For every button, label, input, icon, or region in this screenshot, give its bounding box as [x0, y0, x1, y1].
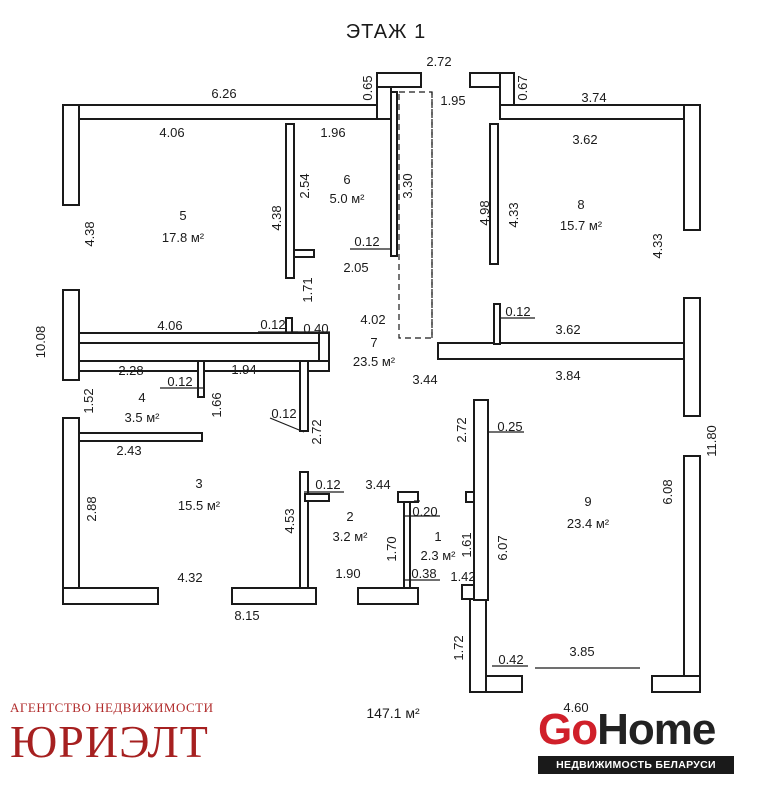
dim-r3-left: 2.88: [84, 496, 99, 521]
dim-r8-left-b: 4.33: [506, 202, 521, 227]
dim-top-center-ext: 2.72: [426, 54, 451, 69]
dim-r5-bottom: 4.06: [157, 318, 182, 333]
dim-r8-small: 0.12: [505, 304, 530, 319]
outer-walls: [62, 72, 701, 693]
room-4-number: 4: [138, 390, 145, 405]
dim-r4-bottom: 2.43: [116, 443, 141, 458]
dim-top-notch-right: 0.67: [515, 75, 530, 100]
dim-r6-top: 1.96: [320, 125, 345, 140]
dim-bottom-right-ext: 4.60: [563, 700, 588, 715]
vertical-dimension-labels: 0.65 0.67 4.38 4.38 2.54 3.30 1.71 4.98 …: [33, 75, 719, 660]
staircase: [398, 91, 433, 339]
room-7-area: 23.5 м²: [353, 354, 396, 369]
dim-r5-top: 4.06: [159, 125, 184, 140]
dim-r9-left: 6.07: [495, 535, 510, 560]
dim-r8-right: 4.33: [650, 233, 665, 258]
dim-left-total: 10.08: [33, 326, 48, 359]
dim-w040: 0.40: [303, 321, 328, 336]
room-5-area: 17.8 м²: [162, 230, 205, 245]
dim-porch-small: 0.42: [498, 652, 523, 667]
dim-r6-left: 2.54: [297, 173, 312, 198]
agency-name: ЮРИЭЛТ: [10, 716, 209, 767]
dim-top-right-ext: 3.74: [581, 90, 606, 105]
dim-r2-small: 0.12: [315, 477, 340, 492]
dim-r9-small: 0.25: [497, 419, 522, 434]
dim-r2-bottom: 1.90: [335, 566, 360, 581]
dim-top-notch-left: 0.65: [360, 75, 375, 100]
dim-r2-right: 1.70: [384, 536, 399, 561]
agency-subtitle: АГЕНТСТВО НЕДВИЖИМОСТИ: [10, 700, 214, 715]
room-3-number: 3: [195, 476, 202, 491]
dim-r1-right: 1.61: [459, 532, 474, 557]
room-6-area: 5.0 м²: [330, 191, 366, 206]
floor-title: ЭТАЖ 1: [346, 21, 426, 43]
dim-r1-small-b: 0.38: [411, 566, 436, 581]
gohome-home: Home: [597, 705, 716, 754]
dim-r5-left: 4.38: [82, 221, 97, 246]
dim-r7-left-height: 1.71: [300, 277, 315, 302]
interior-walls: [78, 91, 685, 601]
dim-r3-bottom: 4.32: [177, 570, 202, 585]
dim-r6-small: 0.12: [354, 234, 379, 249]
dim-porch-left: 1.72: [451, 635, 466, 660]
room-4-area: 3.5 м²: [125, 410, 161, 425]
dim-r3-right-top: 2.72: [309, 419, 324, 444]
dim-r2-top: 3.44: [365, 477, 390, 492]
room-3-area: 15.5 м²: [178, 498, 221, 513]
agency-logo: АГЕНТСТВО НЕДВИЖИМОСТИ ЮРИЭЛТ: [10, 700, 300, 768]
dim-r5-right: 4.38: [269, 205, 284, 230]
room-1-area: 2.3 м²: [421, 548, 457, 563]
dim-r4-top-b: 1.94: [231, 362, 256, 377]
dim-r4-left: 1.52: [81, 388, 96, 413]
gohome-logo: GoHome НЕДВИЖИМОСТЬ БЕЛАРУСИ: [538, 706, 734, 774]
dim-bottom-total: 8.15: [234, 608, 259, 623]
room-2-area: 3.2 м²: [333, 529, 369, 544]
dim-r6-right: 3.30: [400, 173, 415, 198]
room-8-number: 8: [577, 197, 584, 212]
room-9-number: 9: [584, 494, 591, 509]
dimension-labels: 6.26 2.72 3.74 1.95 4.06 1.96 3.62 0.12 …: [116, 54, 606, 715]
room-2-number: 2: [346, 509, 353, 524]
room-6-number: 6: [343, 172, 350, 187]
dim-r3-right: 4.53: [282, 508, 297, 533]
dim-r4-right: 1.66: [209, 392, 224, 417]
dim-r9-right: 6.08: [660, 479, 675, 504]
dim-right-total: 11.80: [704, 425, 719, 457]
dim-r4-top: 2.28: [118, 363, 143, 378]
dim-r7-bottom: 3.44: [412, 372, 437, 387]
room-5-number: 5: [179, 208, 186, 223]
room-1-number: 1: [434, 529, 441, 544]
gohome-tagline: НЕДВИЖИМОСТЬ БЕЛАРУСИ: [538, 756, 734, 774]
room-labels: 5 17.8 м² 6 5.0 м² 8 15.7 м² 7 23.5 м² 4…: [125, 172, 610, 563]
leader-lines: [160, 248, 640, 669]
dim-r8-left-a: 4.98: [477, 200, 492, 225]
dim-r9-bottom: 3.85: [569, 644, 594, 659]
dim-r9-left-top: 2.72: [454, 417, 469, 442]
dim-r9-top: 3.84: [555, 368, 580, 383]
total-area: 147.1 м²: [366, 705, 420, 721]
dim-w012-a: 0.12: [260, 317, 285, 332]
dim-r7-width: 4.02: [360, 312, 385, 327]
dim-r8-bottom: 3.62: [555, 322, 580, 337]
dim-top-center-int: 1.95: [440, 93, 465, 108]
dim-r6-bottom: 2.05: [343, 260, 368, 275]
gohome-go: Go: [538, 705, 598, 754]
room-8-area: 15.7 м²: [560, 218, 603, 233]
dim-r4-small: 0.12: [167, 374, 192, 389]
room-9-area: 23.4 м²: [567, 516, 610, 531]
dim-top-left-ext: 6.26: [211, 86, 236, 101]
dim-r1-small: 0.20: [412, 504, 437, 519]
dim-r8-top: 3.62: [572, 132, 597, 147]
room-7-number: 7: [370, 335, 377, 350]
dim-r3-small: 0.12: [271, 406, 296, 421]
dim-r1-bottom: 1.42: [450, 569, 475, 584]
gohome-wordmark: GoHome: [538, 706, 734, 754]
